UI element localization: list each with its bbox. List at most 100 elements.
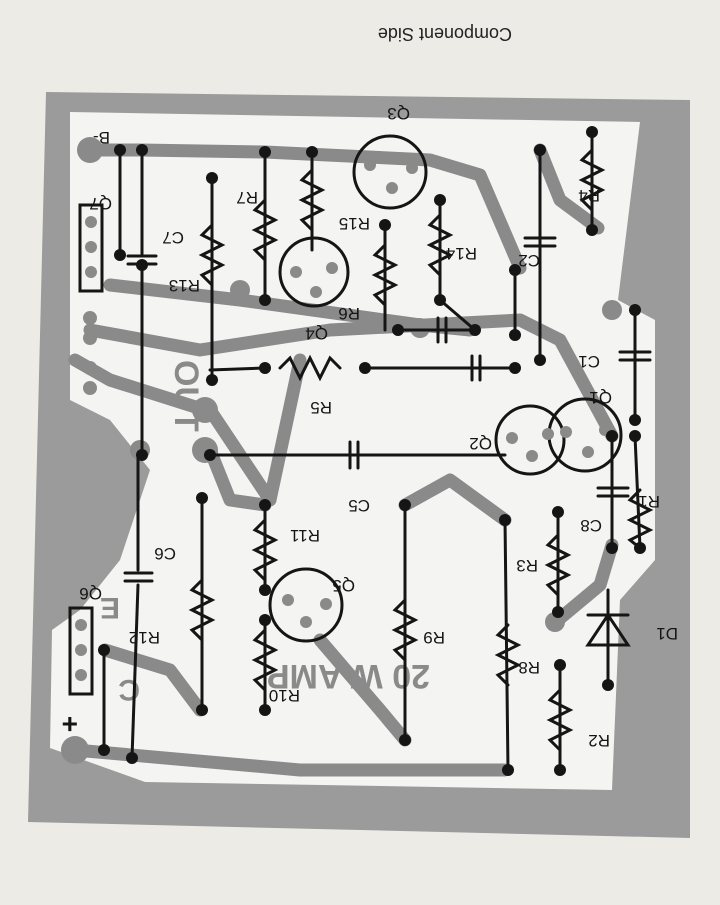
solder-joint [606, 542, 618, 554]
solder-joint [98, 744, 110, 756]
solder-joint [509, 362, 521, 374]
label-r15: R15 [339, 214, 370, 233]
label-r1: R1 [638, 492, 660, 511]
resistor-r11-body [251, 518, 279, 582]
resistor-r7-body [251, 198, 279, 262]
label-c2: C2 [518, 251, 540, 270]
pad [602, 300, 622, 320]
solder-joint [554, 764, 566, 776]
label-q5: Q5 [332, 576, 355, 595]
solder-joint [206, 172, 218, 184]
solder-joint [534, 144, 546, 156]
solder-joint [509, 329, 521, 341]
solder-joint [606, 430, 618, 442]
label-c6: C6 [154, 544, 176, 563]
label-r7: R7 [236, 188, 258, 207]
solder-joint [259, 146, 271, 158]
solder-joint [509, 264, 521, 276]
solder-joints [98, 126, 646, 776]
pad [77, 137, 103, 163]
etched-amp: 20 W AMP [267, 657, 430, 695]
solder-joint [259, 614, 271, 626]
solder-joint [114, 249, 126, 261]
solder-joint [629, 430, 641, 442]
transistor-q4-outline [278, 236, 350, 308]
pad [83, 331, 97, 345]
trace [203, 353, 307, 507]
resistor-r8-body [494, 623, 522, 687]
lead [503, 518, 510, 772]
component-layer [68, 130, 654, 772]
solder-joint [379, 219, 391, 231]
solder-joint [399, 499, 411, 511]
transistor-q3-outline [352, 134, 428, 210]
label-d1: D1 [656, 624, 678, 643]
component-labels: R4 C2 R14 Q3 R15 R6 Q4 R7 R13 C7 Q7 B- C… [79, 104, 678, 750]
resistor-r15-body [298, 168, 326, 232]
solder-joint [196, 704, 208, 716]
label-q1: Q1 [589, 388, 612, 407]
etched-c: C [118, 673, 140, 706]
solder-joint [204, 449, 216, 461]
resistor-r14-body [426, 213, 454, 277]
solder-joint [196, 492, 208, 504]
resistor-r6-body [371, 243, 399, 307]
pad [83, 311, 97, 325]
label-r12: R12 [129, 628, 160, 647]
solder-joint [534, 354, 546, 366]
solder-joint [359, 362, 371, 374]
label-b-minus: B- [93, 128, 110, 147]
solder-joint [259, 584, 271, 596]
q6-header-outline [68, 606, 94, 696]
solder-joint [586, 126, 598, 138]
resistor-r5-body [278, 354, 342, 382]
resistor-r3-body [544, 533, 572, 597]
label-r10: R10 [269, 686, 300, 705]
label-q2: Q2 [469, 434, 492, 453]
page-title: Component Side [378, 24, 512, 44]
transistor-pins [75, 159, 611, 681]
label-r6: R6 [338, 304, 360, 323]
pad [83, 381, 97, 395]
label-q4: Q4 [305, 324, 328, 343]
trace [551, 538, 619, 627]
solder-joint [259, 362, 271, 374]
pad [230, 280, 250, 300]
q7-header-outline [78, 203, 104, 293]
solder-joint [259, 704, 271, 716]
lead [438, 298, 477, 332]
solder-joint [434, 194, 446, 206]
solder-joint [602, 679, 614, 691]
solder-joint [469, 324, 481, 336]
solder-joint [259, 499, 271, 511]
resistor-r4-body [578, 148, 606, 212]
label-r2: R2 [588, 731, 610, 750]
trace [68, 743, 512, 777]
resistor-r2-body [546, 688, 574, 752]
solder-joint [259, 294, 271, 306]
resistor-r10-body [251, 628, 279, 692]
trace [398, 473, 512, 527]
solder-joint [434, 294, 446, 306]
label-r14: R14 [446, 244, 477, 263]
solder-joint [126, 752, 138, 764]
pad [192, 397, 218, 423]
solder-joint [392, 324, 404, 336]
etched-e: E [100, 591, 120, 624]
solder-joint [206, 374, 218, 386]
label-q6: Q6 [79, 584, 102, 603]
capacitor-plates [123, 236, 652, 583]
etched-out: OUT [167, 360, 205, 432]
solder-joint [629, 414, 641, 426]
label-c5: C5 [348, 496, 370, 515]
pad [83, 361, 97, 375]
trace [83, 143, 527, 275]
diode-d1-body [585, 612, 631, 647]
etched-plus: + [62, 709, 78, 740]
solder-joint [306, 146, 318, 158]
solder-joint [634, 542, 646, 554]
trace [533, 143, 605, 235]
label-r3: R3 [516, 556, 538, 575]
